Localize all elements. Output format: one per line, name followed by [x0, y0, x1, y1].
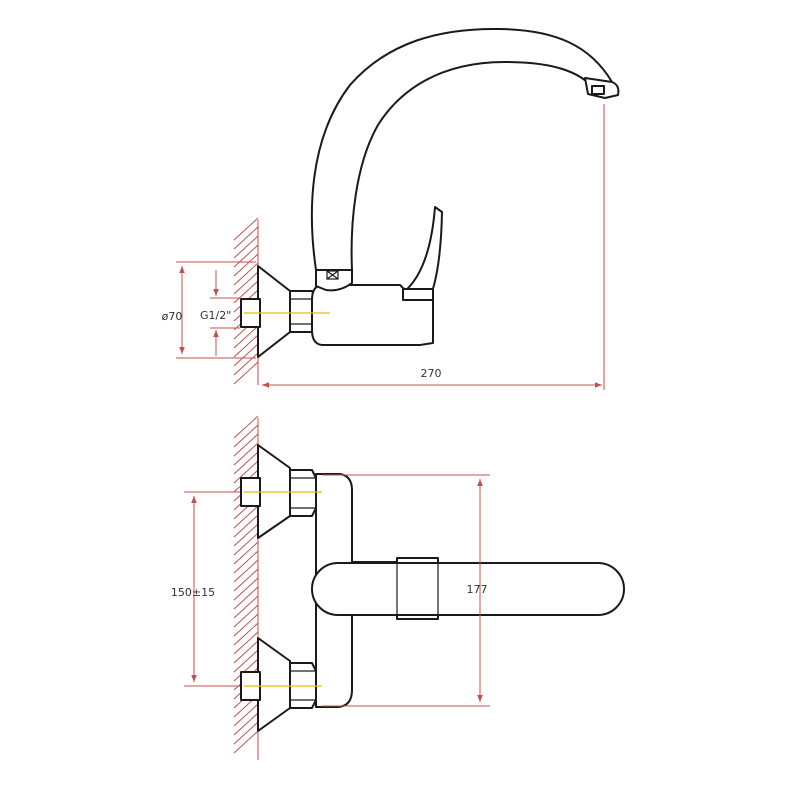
- hatch-line: [233, 613, 259, 637]
- side-view: ø70 G1/2" 270: [162, 27, 620, 390]
- hatch-line: [233, 658, 259, 682]
- hatch-line: [233, 640, 259, 664]
- hatch-line: [233, 595, 259, 619]
- hatch-line: [233, 334, 259, 358]
- hatch-line: [233, 622, 259, 646]
- hatch-line: [233, 712, 259, 736]
- hatch-line: [233, 541, 259, 565]
- aerator-tip: [591, 85, 605, 95]
- swivel-spout: [310, 27, 613, 271]
- hatch-line: [233, 586, 259, 610]
- wall-flange-top-lower: [257, 637, 291, 732]
- spout-top: [311, 562, 625, 616]
- hatch-line: [233, 451, 259, 475]
- hatch-line: [233, 433, 259, 457]
- wall-hatch-top: [233, 415, 259, 760]
- hatch-line: [233, 244, 259, 268]
- dim-width: 177: [322, 474, 490, 707]
- hatch-line: [233, 505, 259, 529]
- hatch-line: [233, 442, 259, 466]
- hatch-line: [233, 271, 259, 295]
- hatch-line: [233, 217, 259, 241]
- hatch-line: [233, 262, 259, 286]
- hatch-line: [233, 343, 259, 367]
- hatch-line: [233, 559, 259, 583]
- hatch-line: [233, 424, 259, 448]
- dim-thread: G1/2": [200, 270, 240, 356]
- hatch-line: [233, 703, 259, 727]
- hatch-line: [233, 226, 259, 250]
- hatch-line: [233, 550, 259, 574]
- wall-flange-side: [257, 265, 291, 358]
- label-width: 177: [467, 583, 488, 596]
- hatch-line: [233, 568, 259, 592]
- hatch-line: [233, 514, 259, 538]
- hatch-line: [233, 721, 259, 745]
- label-center-distance: 150±15: [171, 586, 215, 599]
- hatch-line: [233, 730, 259, 754]
- hatch-line: [233, 235, 259, 259]
- label-thread: G1/2": [200, 309, 231, 322]
- hatch-line: [233, 577, 259, 601]
- hatch-line: [233, 280, 259, 304]
- hatch-line: [233, 325, 259, 349]
- hatch-line: [233, 460, 259, 484]
- hatch-line: [233, 415, 259, 439]
- spout-collar: [315, 269, 353, 292]
- dim-center-distance: 150±15: [171, 491, 240, 687]
- label-flange-diameter: ø70: [162, 310, 183, 323]
- hatch-line: [233, 604, 259, 628]
- hatch-line: [233, 253, 259, 277]
- top-view: 150±15 177: [171, 415, 625, 760]
- hatch-line: [233, 352, 259, 376]
- dim-projection: 270: [262, 104, 605, 390]
- hatch-line: [233, 361, 259, 385]
- dim-flange-diameter: ø70: [162, 261, 256, 359]
- hatch-line: [233, 649, 259, 673]
- hex-nut-top-upper: [289, 469, 317, 517]
- label-projection: 270: [421, 367, 442, 380]
- lever-handle-side: [403, 206, 443, 301]
- hatch-line: [233, 631, 259, 655]
- hatch-line: [233, 532, 259, 556]
- hatch-line: [233, 523, 259, 547]
